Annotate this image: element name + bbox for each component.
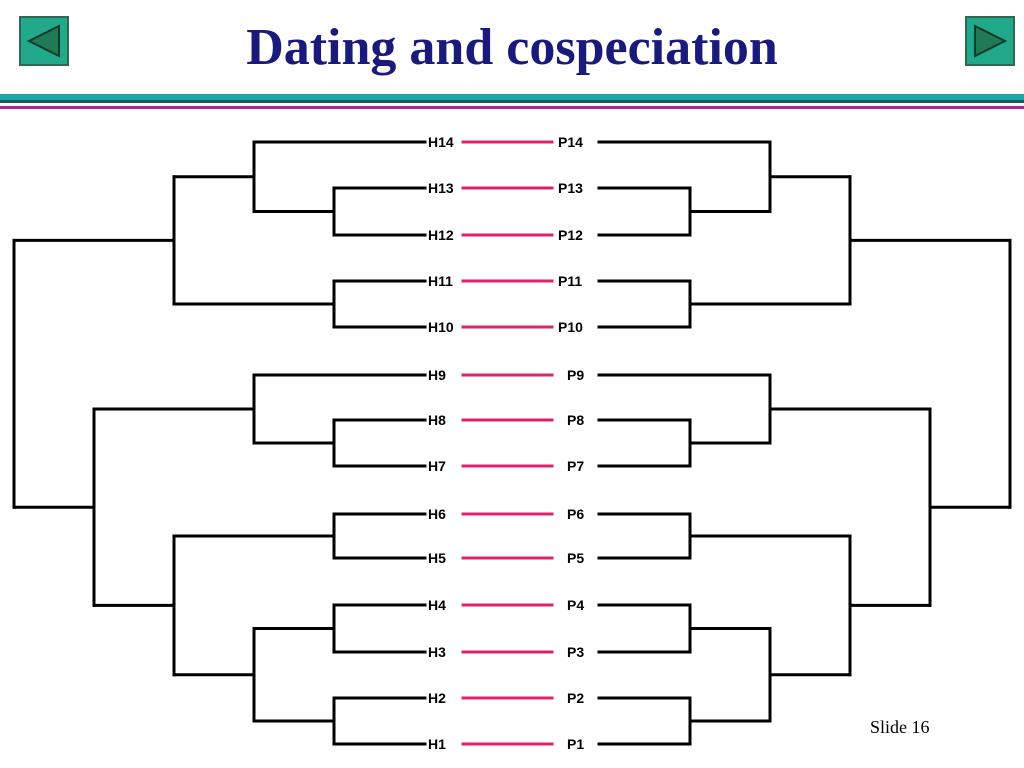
- header-rule-teal: [0, 94, 1024, 100]
- parasite-label: P14: [558, 134, 583, 150]
- parasite-label: P3: [567, 644, 584, 660]
- host-label: H4: [428, 597, 446, 613]
- parasite-label: P13: [558, 180, 583, 196]
- header-rule-magenta: [0, 106, 1024, 109]
- slide-number: Slide 16: [870, 717, 930, 737]
- previous-slide-button[interactable]: [19, 16, 69, 66]
- host-label: H3: [428, 644, 446, 660]
- next-slide-button[interactable]: [965, 16, 1015, 66]
- parasite-label: P1: [567, 736, 584, 752]
- parasite-label: P2: [567, 690, 584, 706]
- parasite-label: P7: [567, 458, 584, 474]
- page-title: Dating and cospeciation: [246, 19, 778, 76]
- host-label: H10: [428, 319, 454, 335]
- host-label: H2: [428, 690, 446, 706]
- parasite-label: P10: [558, 319, 583, 335]
- parasite-label: P5: [567, 550, 584, 566]
- triangle-right-icon: [974, 24, 1008, 58]
- parasite-label: P4: [567, 597, 584, 613]
- host-label: H1: [428, 736, 446, 752]
- host-label: H13: [428, 180, 454, 196]
- host-label: H12: [428, 227, 454, 243]
- host-label: H6: [428, 506, 446, 522]
- parasite-label: P8: [567, 412, 584, 428]
- parasite-label: P6: [567, 506, 584, 522]
- host-label: H14: [428, 134, 454, 150]
- header-rule-dark: [0, 100, 1024, 103]
- host-label: H7: [428, 458, 446, 474]
- parasite-label: P9: [567, 367, 584, 383]
- host-label: H11: [428, 273, 453, 289]
- parasite-label: P11: [558, 273, 582, 289]
- host-label: H8: [428, 412, 446, 428]
- triangle-left-icon: [26, 24, 60, 58]
- host-label: H9: [428, 367, 446, 383]
- parasite-label: P12: [558, 227, 583, 243]
- host-label: H5: [428, 550, 446, 566]
